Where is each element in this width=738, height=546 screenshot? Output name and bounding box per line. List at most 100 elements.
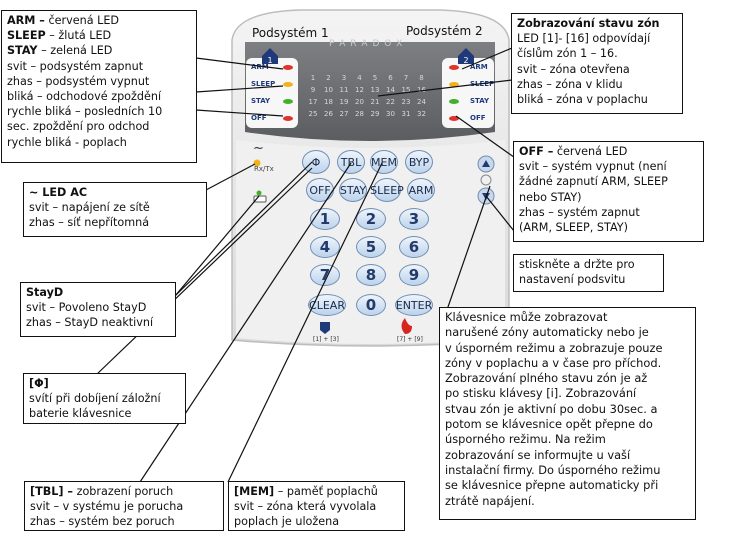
led-arm: [449, 65, 459, 70]
zone-number: 21: [371, 98, 380, 106]
arm-heading: ARM –: [7, 14, 45, 27]
key-3[interactable]: 3: [399, 208, 429, 230]
subsystem-1-label: Podsystém 1: [252, 26, 329, 40]
zone-number: 18: [324, 98, 333, 106]
key-0[interactable]: 0: [356, 294, 386, 316]
phi-heading: [Φ]: [29, 377, 49, 390]
led-stay: [449, 99, 459, 104]
tbl-box: [TBL] – zobrazení poruch svit – v systém…: [24, 481, 224, 531]
zone-number: 7: [404, 74, 408, 82]
zone-number: 9: [311, 86, 315, 94]
led-off: [449, 116, 459, 121]
sleep-heading: SLEEP: [7, 29, 46, 43]
zone-number: 1: [311, 74, 315, 82]
key-enter[interactable]: ENTER: [395, 294, 433, 316]
stay-heading: STAY: [7, 44, 38, 58]
zone-number: 11: [340, 86, 349, 94]
tbl-heading: [TBL] –: [30, 485, 74, 498]
key-9[interactable]: 9: [399, 264, 429, 286]
key-off[interactable]: OFF: [306, 178, 334, 202]
zone-status-box: Zobrazování stavu zón LED [1]- [16] odpo…: [511, 13, 683, 114]
ac-symbol: ~: [253, 141, 264, 156]
zone-number: 22: [386, 98, 395, 106]
key-tbl[interactable]: TBL: [337, 150, 365, 174]
zone-number: 25: [309, 110, 318, 118]
mode-label-sleep: SLEEP: [470, 80, 495, 88]
key-1[interactable]: 1: [310, 208, 340, 230]
stayd-lines: svit – Povoleno StayD zhas – StayD neakt…: [26, 301, 154, 330]
info-box: Klávesnice může zobrazovat narušené zóny…: [439, 307, 696, 520]
mode-label-sleep: SLEEP: [251, 80, 276, 88]
zone-number: 14: [386, 86, 395, 94]
key-6[interactable]: 6: [399, 236, 429, 258]
mode-label-stay: STAY: [251, 97, 271, 105]
ac-led-heading: ~ LED AC: [29, 186, 88, 199]
backlight-box: stiskněte a držte pro nastavení podsvitu: [513, 254, 664, 292]
tbl-text: zobrazení poruch: [73, 485, 174, 498]
zone-number: 29: [371, 110, 380, 118]
zone-number: 31: [402, 110, 411, 118]
zone-number: 15: [402, 86, 411, 94]
arm-text: červená LED: [44, 14, 120, 27]
info-lines: Klávesnice může zobrazovat narušené zóny…: [445, 310, 663, 508]
zone-number: 16: [417, 86, 426, 94]
mode-label-arm: ARM: [251, 63, 269, 71]
key-8[interactable]: 8: [356, 264, 386, 286]
battery-led: [256, 190, 262, 196]
key-4[interactable]: 4: [310, 236, 340, 258]
stayd-box: StayD svit – Povoleno StayD zhas – StayD…: [20, 282, 176, 337]
mem-box: [MEM] – paměť poplachů svit – zóna která…: [228, 481, 405, 531]
key-clear[interactable]: CLEAR: [308, 294, 346, 316]
off-text: červená LED: [553, 145, 628, 158]
fire-icon: [401, 318, 412, 334]
zone-number: 10: [324, 86, 333, 94]
svg-text:2: 2: [463, 56, 468, 65]
key-sleep[interactable]: SLEEP: [370, 178, 404, 202]
zone-number: 20: [355, 98, 364, 106]
zone-number: 24: [417, 98, 426, 106]
zone-number: 6: [388, 74, 393, 82]
backlight-lines: stiskněte a držte pro nastavení podsvitu: [519, 258, 635, 287]
zone-number: 4: [357, 74, 362, 82]
zone-number: 2: [326, 74, 330, 82]
mode-label-stay: STAY: [470, 97, 490, 105]
key-byp[interactable]: BYP: [405, 150, 433, 174]
led-off: [283, 116, 293, 121]
ac-led-box: ~ LED AC svit – napájení ze sítě zhas – …: [23, 182, 207, 237]
arm-box-lines: svit – podsystém zapnut zhas – podsystém…: [7, 59, 163, 149]
zone-number: 30: [386, 110, 395, 118]
panic-right-label: [7] + [9]: [397, 336, 423, 343]
battery-icon: [253, 195, 267, 203]
key-2[interactable]: 2: [356, 208, 386, 230]
key-7[interactable]: 7: [310, 264, 340, 286]
key-stay[interactable]: STAY: [339, 178, 367, 202]
mode-label-arm: ARM: [470, 63, 488, 71]
key-arm[interactable]: ARM: [407, 178, 435, 202]
battery-box: [Φ] svítí při dobíjení záložní baterie k…: [23, 373, 186, 424]
zone-number: 3: [342, 74, 346, 82]
zone-number: 12: [355, 86, 364, 94]
zone-number: 8: [419, 74, 423, 82]
backlight-icon: [480, 174, 492, 186]
zone-number: 27: [340, 110, 349, 118]
zone-number: 17: [309, 98, 318, 106]
led-arm: [283, 65, 293, 70]
stay-text: – zelená LED: [37, 44, 113, 58]
mem-lines: svit – zóna která vyvolala poplach je ul…: [234, 500, 377, 529]
zone-number: 26: [324, 110, 333, 118]
led-stay: [283, 99, 293, 104]
zone-number: 32: [417, 110, 426, 118]
zone-number: 13: [371, 86, 380, 94]
key-5[interactable]: 5: [356, 236, 386, 258]
key-mem[interactable]: MEM: [370, 150, 398, 174]
key-power[interactable]: Φ: [302, 150, 330, 174]
zone-number: 23: [402, 98, 411, 106]
subsystem-2-label: Podsystém 2: [406, 24, 483, 38]
led-sleep: [449, 82, 459, 87]
ac-led-lines: svit – napájení ze sítě zhas – síť nepří…: [29, 201, 150, 230]
led-sleep: [283, 82, 293, 87]
mem-heading: [MEM]: [234, 485, 275, 498]
tbl-lines: svit – v systému je porucha zhas – systé…: [30, 500, 184, 529]
off-lines: svit – systém vypnut (není žádné zapnutí…: [519, 160, 668, 235]
